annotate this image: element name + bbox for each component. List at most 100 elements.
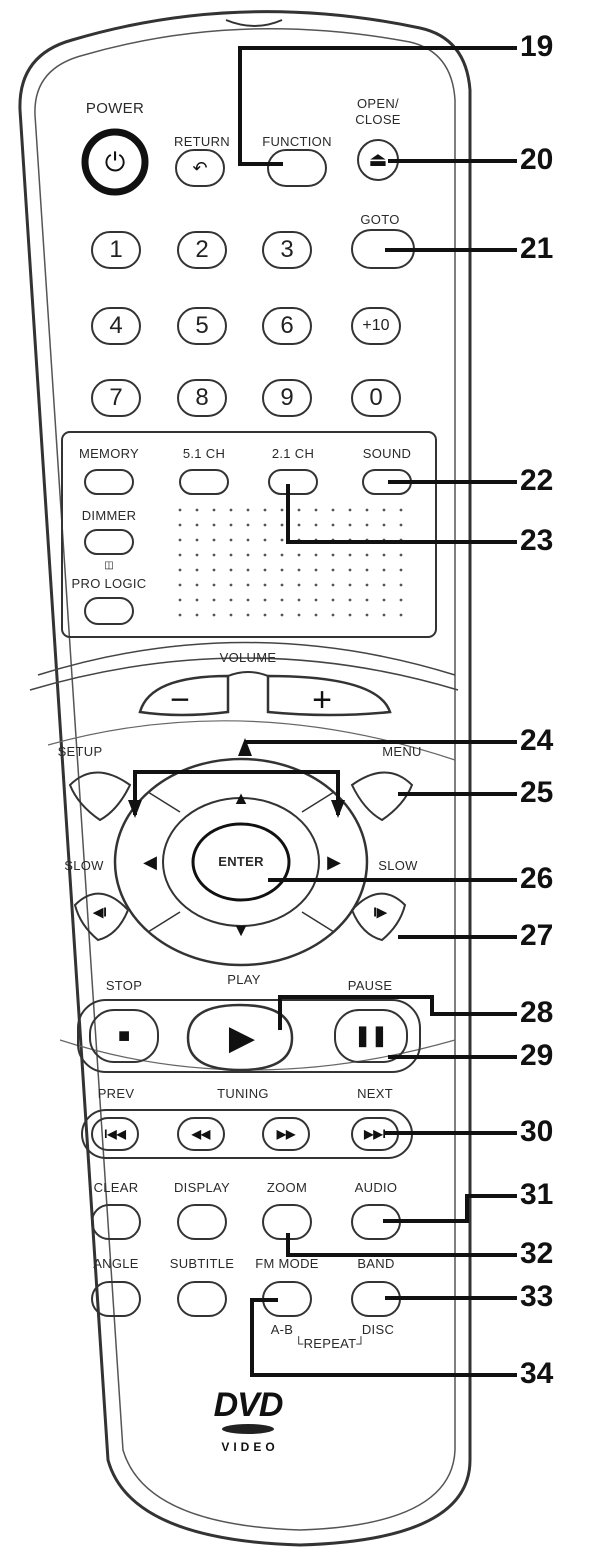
menu-button-shape: [350, 771, 414, 822]
next-label: NEXT: [357, 1086, 393, 1101]
dolby-icon: ◫: [104, 560, 114, 571]
enter-button[interactable]: ENTER: [218, 854, 264, 869]
digit-4-button[interactable]: 4: [109, 312, 123, 339]
digit-8-button[interactable]: 8: [195, 384, 209, 411]
band-label: BAND: [357, 1256, 395, 1271]
prologic-button[interactable]: [85, 598, 133, 624]
rewind-icon[interactable]: ◀◀: [191, 1127, 211, 1141]
slow-reverse-icon[interactable]: ◀I: [93, 904, 107, 920]
digit-1-button[interactable]: 1: [109, 236, 123, 263]
arrow-head-left: [128, 800, 142, 818]
power-icon[interactable]: ⏻: [104, 147, 126, 177]
callout-33: 33: [520, 1280, 554, 1313]
ch51-label: 5.1 CH: [182, 446, 226, 461]
up-arrow-icon[interactable]: ▲: [232, 788, 250, 808]
ch51-button-shape: [179, 469, 229, 495]
sound-panel: [61, 431, 437, 638]
ch21-label: 2.1 CH: [271, 446, 315, 461]
slow-left-label: SLOW: [64, 858, 104, 873]
repeat-label: └REPEAT┘: [294, 1336, 366, 1351]
digit-2-button[interactable]: 2: [195, 236, 209, 263]
ab-label: A-B: [270, 1322, 294, 1337]
next-icon[interactable]: ▶▶I: [364, 1127, 386, 1141]
pause-label: PAUSE: [347, 978, 393, 993]
pause-button-shape: [334, 1009, 408, 1063]
memory-button[interactable]: [85, 470, 133, 494]
goto-button[interactable]: [352, 230, 414, 268]
callout-26: 26: [520, 862, 554, 895]
clear-button-shape: [91, 1204, 141, 1240]
angle-button[interactable]: [92, 1282, 140, 1316]
subtitle-button[interactable]: [178, 1282, 226, 1316]
slow-forward-icon[interactable]: I▶: [373, 904, 387, 920]
menu-button[interactable]: [352, 770, 410, 818]
sound-button[interactable]: [363, 470, 411, 494]
band-button[interactable]: [352, 1282, 400, 1316]
return-button-shape: [175, 149, 225, 187]
video-logo: VIDEO: [221, 1440, 279, 1454]
pause-icon[interactable]: ❚❚: [354, 1025, 388, 1047]
ch21-button[interactable]: [269, 470, 317, 494]
leader-lines: [133, 46, 517, 1377]
callout-28: 28: [520, 996, 554, 1029]
prev-label: PREV: [97, 1086, 135, 1101]
digit-0-button[interactable]: 0: [369, 384, 383, 411]
zoom-label: ZOOM: [266, 1180, 308, 1195]
fmmode-button[interactable]: [263, 1282, 311, 1316]
audio-button[interactable]: [352, 1205, 400, 1239]
callout-22: 22: [520, 464, 554, 497]
number-button-shapes: [91, 231, 401, 417]
return-icon[interactable]: ↶: [192, 158, 208, 178]
dpad-mid: [162, 797, 320, 927]
subtitle-label: SUBTITLE: [169, 1256, 235, 1271]
digit-3-button[interactable]: 3: [280, 236, 294, 263]
fast-forward-icon[interactable]: ▶▶: [276, 1127, 296, 1141]
setup-button[interactable]: [72, 770, 130, 818]
plus10-button[interactable]: +10: [362, 317, 390, 334]
down-arrow-icon[interactable]: ▼: [232, 920, 250, 940]
right-arrow-icon[interactable]: ▶: [327, 852, 341, 872]
return-label: RETURN: [174, 134, 230, 149]
eject-icon[interactable]: ⏏: [368, 149, 388, 171]
play-button-shape: [186, 1003, 294, 1072]
tuning-label: TUNING: [217, 1086, 269, 1101]
slow-right-button-shape: [350, 892, 407, 942]
digit-5-button[interactable]: 5: [195, 312, 209, 339]
clear-label: CLEAR: [93, 1180, 139, 1195]
function-button[interactable]: [268, 150, 326, 186]
function-label: FUNCTION: [262, 134, 332, 149]
remote-body: [18, 10, 472, 1547]
digit-6-button[interactable]: 6: [280, 312, 294, 339]
play-icon[interactable]: ▶: [228, 1019, 256, 1057]
transport-panel: [77, 999, 421, 1073]
dimmer-button[interactable]: [85, 530, 133, 554]
zoom-button[interactable]: [263, 1205, 311, 1239]
stop-icon[interactable]: ■: [117, 1025, 131, 1047]
prev-icon[interactable]: I◀◀: [104, 1127, 126, 1141]
prologic-button-shape: [84, 597, 134, 625]
volume-up-icon[interactable]: +: [312, 681, 332, 719]
callout-27: 27: [520, 919, 554, 952]
enter-button-shape: [191, 822, 291, 902]
dimmer-label: DIMMER: [81, 508, 137, 523]
setup-label: SETUP: [57, 744, 103, 759]
ch51-button[interactable]: [180, 470, 228, 494]
digit-9-button[interactable]: 9: [280, 384, 294, 411]
dvd-logo: DVD: [213, 1386, 284, 1424]
left-arrow-icon[interactable]: ◀: [143, 852, 157, 872]
volume-down-icon[interactable]: −: [170, 681, 190, 719]
callout-29: 29: [520, 1039, 554, 1072]
clear-button[interactable]: [92, 1205, 140, 1239]
display-button[interactable]: [178, 1205, 226, 1239]
digit-7-button[interactable]: 7: [109, 384, 123, 411]
open-close-label-1: OPEN/: [357, 96, 399, 111]
ch21-button-shape: [268, 469, 318, 495]
dpad-outer: [113, 757, 369, 967]
callout-20: 20: [520, 143, 554, 176]
goto-label: GOTO: [360, 212, 400, 227]
dvd-logo-disc: [222, 1424, 274, 1434]
volume-label: VOLUME: [219, 650, 277, 665]
function-button-shape: [267, 149, 327, 187]
memory-button-shape: [84, 469, 134, 495]
